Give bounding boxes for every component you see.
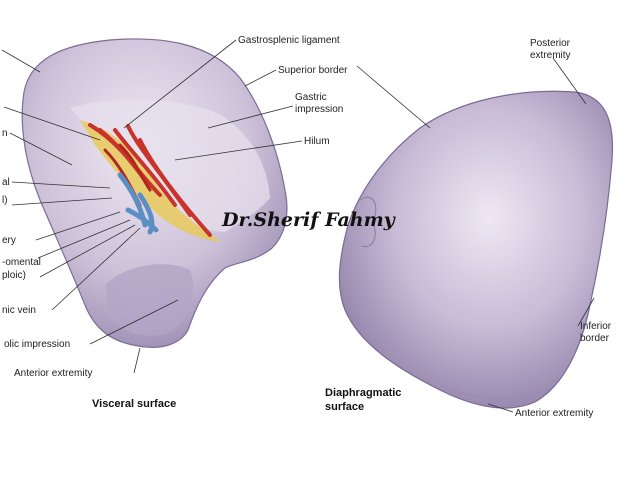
label-colic-impression: olic impression [4,339,70,350]
label-gastric-impression-1: Gastric [295,92,327,103]
label-gastrosplenic-ligament: Gastrosplenic ligament [238,35,340,46]
label-gastric-impression-2: impression [295,104,343,115]
label-left-7: nic vein [2,305,36,316]
diaphragmatic-labels: Posterior extremity Inferior border Ante… [325,38,612,419]
label-left-2: al [2,177,10,188]
diaphragmatic-spleen [338,90,614,409]
label-superior-border: Superior border [278,65,348,76]
hilum-vessels [80,120,222,242]
caption-visceral-surface: Visceral surface [92,398,176,410]
caption-diaphragmatic-1: Diaphragmatic [325,387,401,399]
label-posterior-extremity-1: Posterior [530,38,571,49]
visceral-labels: Gastrosplenic ligament Superior border G… [2,35,348,410]
label-inferior-border-2: border [580,333,610,344]
label-left-1: n [2,128,8,139]
label-anterior-extremity-diaphragmatic: Anterior extremity [515,408,593,419]
label-left-5: -omental [2,257,41,268]
leader-lines [1,39,595,413]
caption-diaphragmatic-2: surface [325,401,364,413]
label-inferior-border-1: Inferior [580,321,612,332]
label-hilum: Hilum [304,136,330,147]
label-left-6: ploic) [2,270,26,281]
watermark-text: Dr.Sherif Fahmy [221,209,397,231]
label-left-4: ery [2,235,16,246]
label-anterior-extremity-visceral: Anterior extremity [14,368,92,379]
label-posterior-extremity-2: extremity [530,50,571,61]
label-left-3: l) [2,195,8,206]
visceral-spleen [21,38,288,348]
